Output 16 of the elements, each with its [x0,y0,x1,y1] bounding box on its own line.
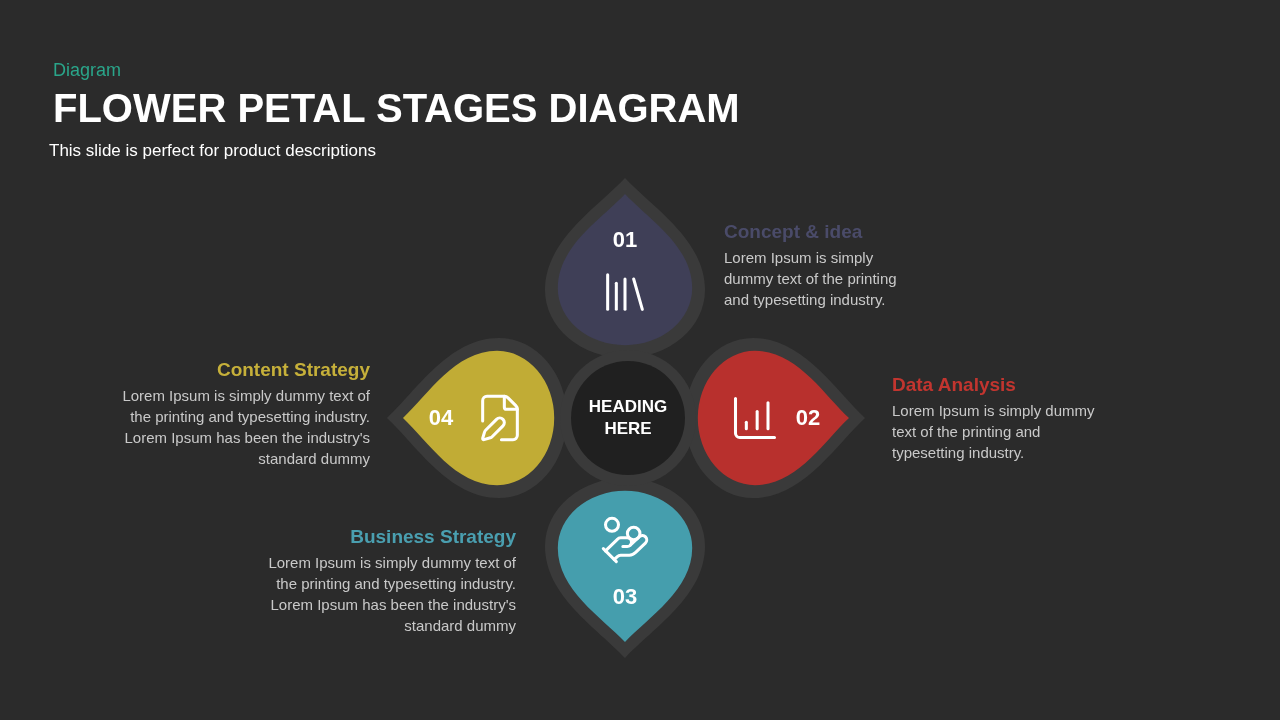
stage-description: Lorem Ipsum is simply dummy text of the printing and typesetting industry. Lorem Ipsum has been the industry's standard dummy [267,553,516,636]
step-number: 01 [612,227,638,253]
stage-description: Lorem Ipsum is simply dummy text of the printing and typesetting industry. Lorem Ipsum has been the industry's standard dummy [121,386,370,469]
stage-heading: Business Strategy [349,526,516,548]
stage-heading: Content Strategy [215,359,370,381]
stage-description: Lorem Ipsum is simply dummy text of the printing and typesetting industry. [892,401,1096,463]
slide-title: FLOWER PETAL STAGES DIAGRAM [53,86,740,131]
step-number: 03 [612,584,638,610]
category-label: Diagram [53,60,122,81]
subtitle: This slide is perfect for product descriptions [49,141,376,161]
stage-heading: Concept & idea [724,221,864,243]
step-number: 04 [428,405,454,431]
stage-heading: Data Analysis [892,374,1017,396]
stage-description: Lorem Ipsum is simply dummy text of the printing and typesetting industry. [724,248,898,310]
step-number: 02 [795,405,821,431]
center-heading: HEADING HERE [587,396,669,440]
